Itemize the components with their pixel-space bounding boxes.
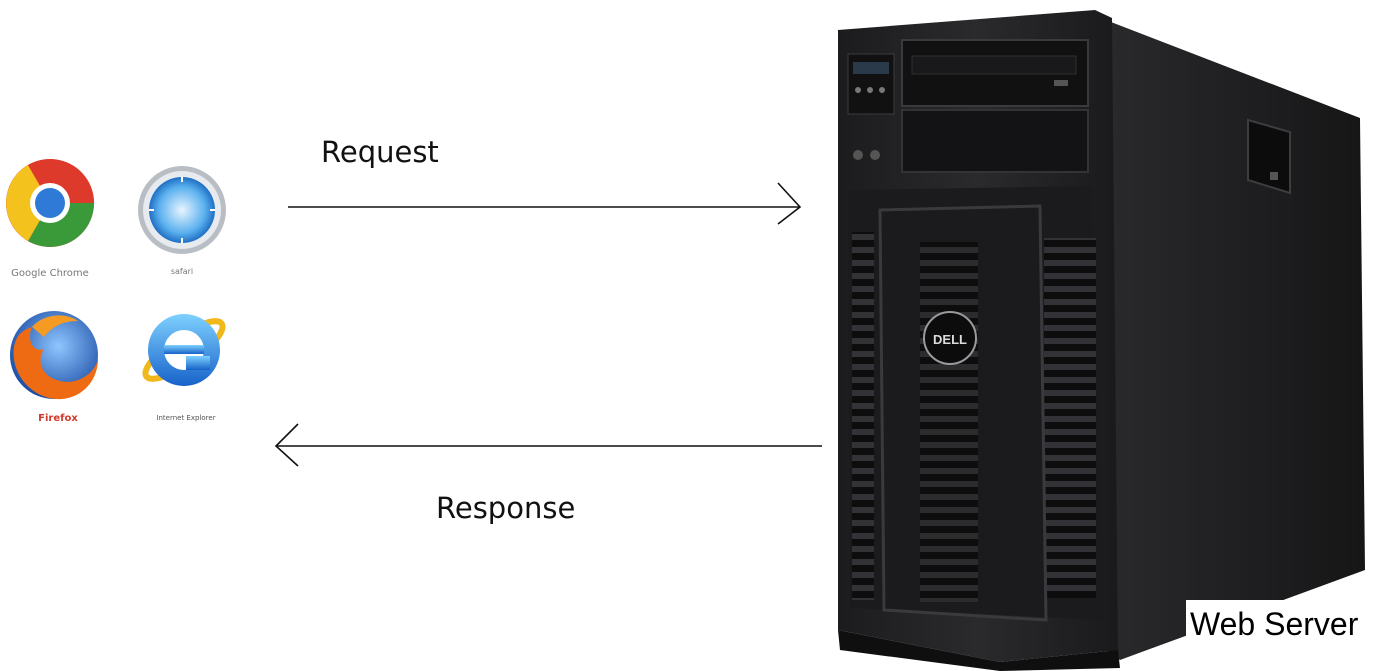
- server-tower: DELL: [838, 10, 1365, 671]
- dell-logo: DELL: [923, 311, 977, 365]
- server-caption: Web Server: [1190, 606, 1359, 642]
- request-arrow: [288, 182, 802, 225]
- server-caption-box: [1186, 600, 1366, 644]
- browser-label-chrome: Google Chrome: [11, 268, 89, 279]
- request-label: Request: [321, 135, 439, 169]
- response-arrow: [274, 423, 822, 467]
- internet-explorer-icon: [142, 314, 226, 386]
- firefox-icon: [10, 311, 98, 400]
- response-label: Response: [436, 491, 575, 525]
- chrome-icon: [6, 159, 94, 247]
- svg-text:DELL: DELL: [933, 332, 967, 347]
- watermark: CSDN @程序员小勇: [1228, 643, 1384, 663]
- safari-icon: [138, 166, 226, 254]
- browser-label-internet-explorer: Internet Explorer: [156, 414, 215, 422]
- browser-label-safari: safari: [171, 267, 193, 276]
- browser-label-firefox: Firefox: [38, 413, 78, 424]
